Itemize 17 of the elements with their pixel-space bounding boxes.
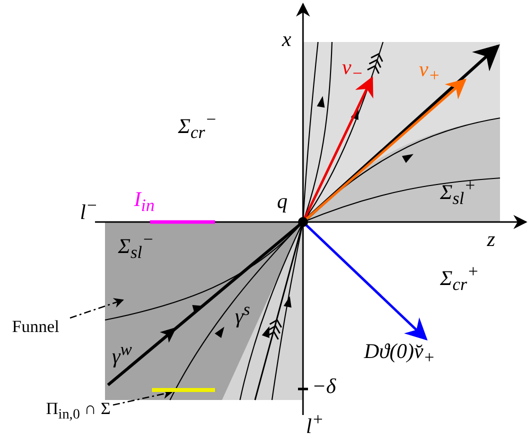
point-label: q xyxy=(277,190,288,214)
leader-line xyxy=(112,389,173,406)
tick-label: −δ xyxy=(312,375,336,398)
vector-label: v$_{+}$ xyxy=(419,58,440,86)
leader-line xyxy=(70,298,124,319)
callout-text: Π$_{in,0}$ ∩ Σ xyxy=(46,400,111,423)
axis-label: z xyxy=(487,228,496,252)
line-label: l$^{−}$ xyxy=(80,196,98,224)
axis-label: x xyxy=(282,28,292,52)
line-label: l$^{+}$ xyxy=(306,410,324,438)
curve-label: γ$^{w}$ xyxy=(112,340,132,368)
vector-label: v$_{−}$ xyxy=(342,56,364,84)
curve-label: γ$^{s}$ xyxy=(235,300,250,328)
vector-label: Dϑ(0)v̆$_{+}$ xyxy=(364,340,436,368)
callout-text: Funnel xyxy=(12,318,60,337)
interval-label: I$_{in}$ xyxy=(134,188,155,216)
segment-bar xyxy=(152,388,215,392)
